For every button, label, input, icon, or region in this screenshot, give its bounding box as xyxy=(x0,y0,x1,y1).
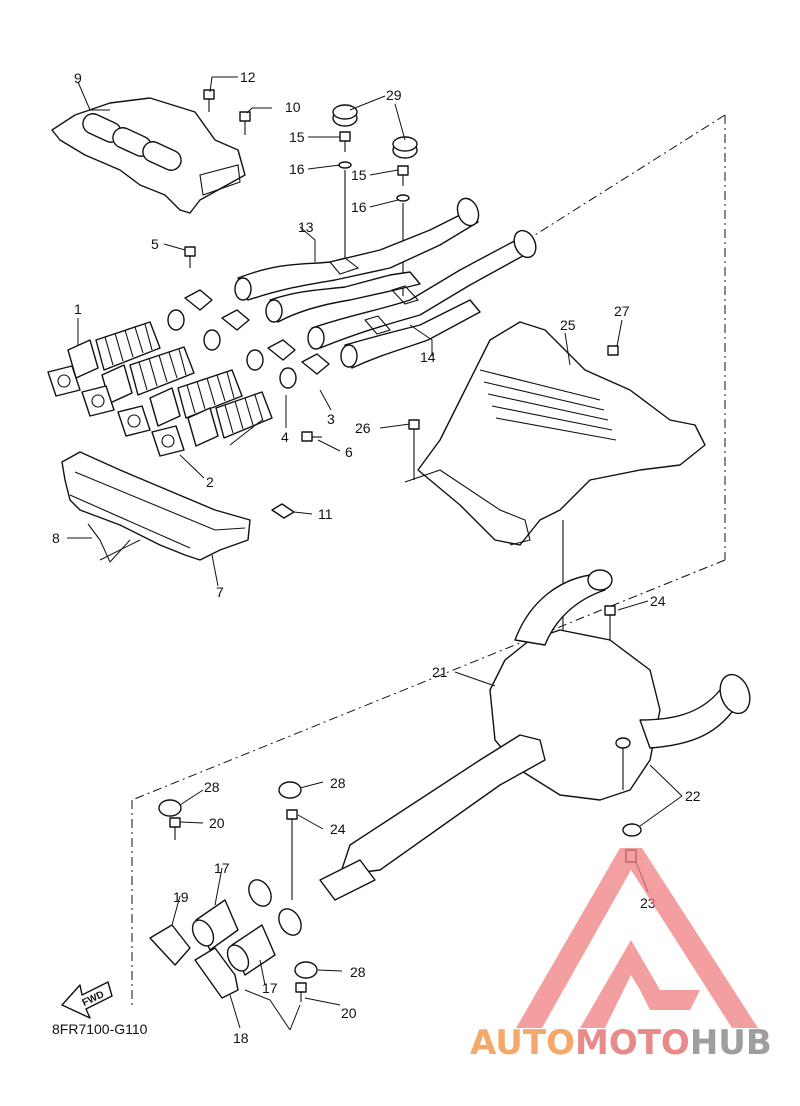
callout-4: 4 xyxy=(281,429,289,445)
callout-28b: 28 xyxy=(330,775,346,791)
callout-8: 8 xyxy=(52,530,60,546)
watermark-hub: HUB xyxy=(690,1023,772,1063)
clamp-19 xyxy=(149,924,191,966)
exhaust-pipe-13 xyxy=(234,197,480,323)
callout-12: 12 xyxy=(240,69,256,85)
muffler-cover-25 xyxy=(404,321,706,546)
watermark-logo-icon xyxy=(516,848,758,1028)
callout-28c: 28 xyxy=(350,964,366,980)
grommets-28 xyxy=(158,781,318,979)
callout-28a: 28 xyxy=(204,779,220,795)
bolts-20 xyxy=(169,817,307,1002)
callout-3: 3 xyxy=(327,411,335,427)
pipe-joints-17 xyxy=(191,879,302,976)
callout-17b: 17 xyxy=(262,980,278,996)
heat-protector-lower xyxy=(61,451,251,561)
callout-27: 27 xyxy=(614,303,630,319)
callout-15b: 15 xyxy=(351,167,367,183)
callout-29: 29 xyxy=(386,87,402,103)
callout-11: 11 xyxy=(318,506,333,522)
nut-11 xyxy=(271,503,295,519)
exhaust-pipe-14 xyxy=(307,229,537,369)
bolt-26 xyxy=(408,419,420,480)
callout-17a: 17 xyxy=(214,860,230,876)
drawing-code: 8FR7100-G110 xyxy=(52,1021,148,1037)
callout-19: 19 xyxy=(173,889,189,905)
callout-10: 10 xyxy=(285,99,301,115)
clamps-3 xyxy=(184,289,330,375)
heat-protector-upper xyxy=(51,97,246,214)
bolt-6 xyxy=(301,431,322,442)
rings-4 xyxy=(167,309,297,389)
bolt-27 xyxy=(607,345,619,356)
callout-22: 22 xyxy=(685,788,701,804)
grommet-29 xyxy=(332,104,418,159)
bellows-pipes-1 xyxy=(67,321,273,447)
callout-15a: 15 xyxy=(289,129,305,145)
gaskets-2 xyxy=(47,365,185,457)
callout-6: 6 xyxy=(345,444,353,460)
callout-24b: 24 xyxy=(330,821,346,837)
svg-text:AUTOMOTOHUB: AUTOMOTOHUB xyxy=(470,1023,772,1063)
leader-lines xyxy=(67,76,683,1031)
watermark-auto: AUTO xyxy=(470,1023,575,1063)
collar-8 xyxy=(87,523,101,541)
callout-21: 21 xyxy=(432,664,448,680)
bolt-5 xyxy=(184,246,196,268)
callout-16a: 16 xyxy=(289,161,305,177)
callout-1: 1 xyxy=(74,301,82,317)
assembly-boundary-lines xyxy=(131,114,726,1005)
callout-2: 2 xyxy=(206,474,214,490)
callout-20b: 20 xyxy=(341,1005,357,1021)
watermark-text: AUTOMOTOHUB xyxy=(470,1023,772,1063)
bolt-12 xyxy=(203,89,215,112)
clamp-18 xyxy=(194,947,239,999)
callout-13: 13 xyxy=(298,219,314,235)
callout-5: 5 xyxy=(151,236,159,252)
callout-14: 14 xyxy=(420,349,436,365)
bolt-10 xyxy=(239,111,251,135)
forward-arrow-icon: FWD xyxy=(61,981,113,1019)
callout-7: 7 xyxy=(216,584,224,600)
muffler-21 xyxy=(319,569,751,901)
callout-numbers: 9 12 10 29 15 16 15 16 13 5 1 14 25 27 3… xyxy=(52,69,701,1046)
callout-26: 26 xyxy=(355,420,371,436)
callout-18: 18 xyxy=(233,1030,249,1046)
callout-16b: 16 xyxy=(351,199,367,215)
bolt-24-upper xyxy=(604,605,616,640)
callout-9: 9 xyxy=(74,70,82,86)
damper-22 xyxy=(615,737,642,837)
callout-20a: 20 xyxy=(209,815,225,831)
bolt-24-lower xyxy=(286,809,298,900)
callout-24a: 24 xyxy=(650,593,666,609)
watermark-moto: MOTO xyxy=(575,1023,690,1063)
callout-25: 25 xyxy=(560,317,576,333)
